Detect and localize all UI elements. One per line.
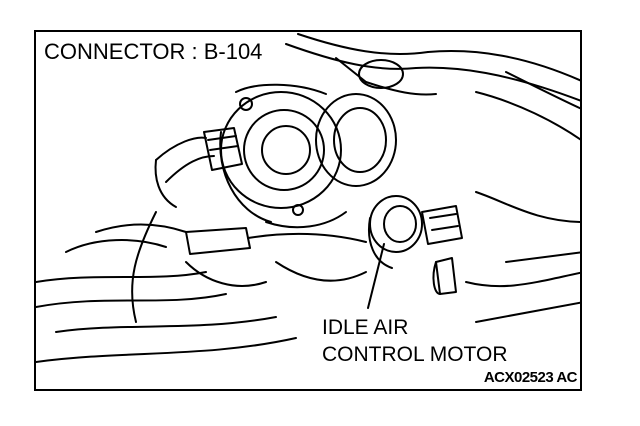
callout-leader-line xyxy=(367,243,385,309)
right-bracket xyxy=(432,191,580,323)
throttle-body xyxy=(219,83,397,229)
lower-harness xyxy=(36,211,367,363)
diagram-frame: CONNECTOR : B-104 IDLE AIR CONTROL MOTOR… xyxy=(34,30,582,391)
callout-line-1: IDLE AIR xyxy=(322,316,409,339)
left-connector xyxy=(154,127,243,208)
callout-line-2: CONTROL MOTOR xyxy=(322,343,508,366)
idle-air-control-motor xyxy=(368,195,463,269)
figure-code: ACX02523 AC xyxy=(483,369,578,386)
component-callout: IDLE AIR CONTROL MOTOR xyxy=(322,314,508,368)
upper-hoses xyxy=(285,33,580,141)
engine-illustration xyxy=(36,33,580,363)
connector-label: CONNECTOR : B-104 xyxy=(44,41,266,65)
